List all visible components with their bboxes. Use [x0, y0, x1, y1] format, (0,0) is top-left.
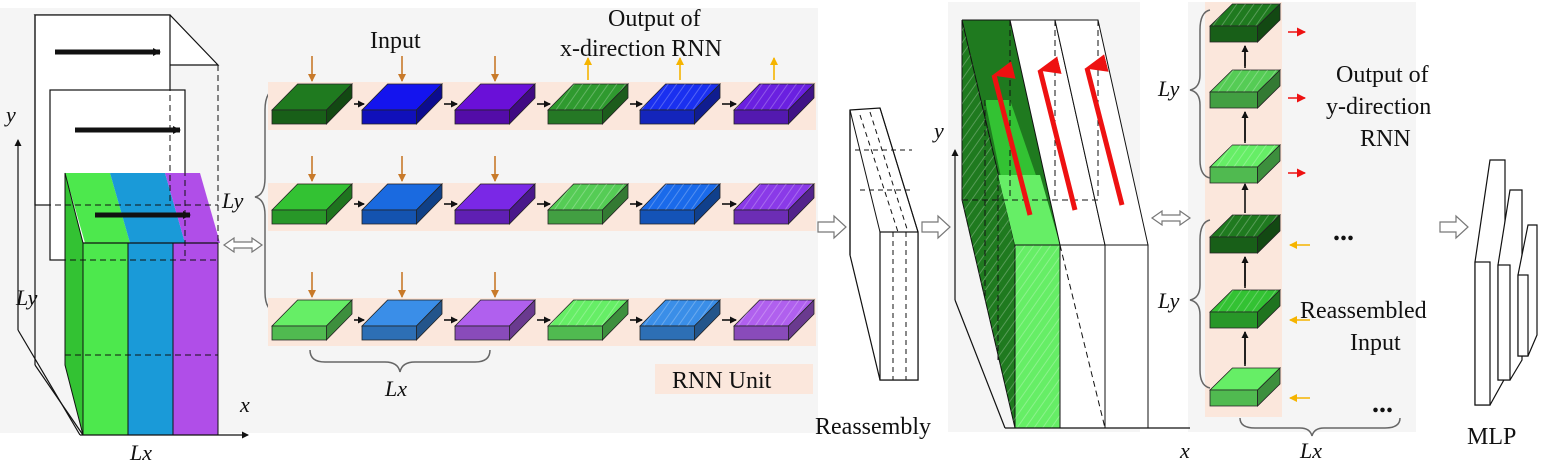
reassembly-block	[849, 107, 919, 381]
column-band	[1205, 2, 1282, 417]
output-x-label-2: x-direction RNN	[560, 36, 722, 62]
column-cell-6	[1209, 367, 1281, 407]
column-cell-5	[1209, 289, 1281, 329]
rnn-cell-r1-c2	[361, 83, 443, 125]
left-volume	[14, 14, 249, 439]
rnn-cell-r2-c4	[547, 183, 629, 225]
axis-y-mid-label: y	[932, 118, 944, 143]
reassembled-label-1: Reassembled	[1300, 298, 1427, 324]
rnn-cell-r3-c3	[454, 299, 536, 341]
ly-main-label: Ly	[221, 188, 244, 213]
lx-brace	[309, 349, 491, 373]
rnn-cell-r1-c4	[547, 83, 629, 125]
output-y-label-2: y-direction	[1326, 94, 1431, 120]
double-arrow-2	[1150, 209, 1192, 227]
red-arrow-3	[1084, 54, 1125, 206]
reassembled-label-2: Input	[1350, 330, 1401, 356]
ly-top-col-label: Ly	[1157, 76, 1180, 101]
axis-y-left-label: y	[4, 102, 16, 127]
middle-volume	[951, 19, 1190, 429]
column-cell-3	[1209, 144, 1281, 184]
double-arrow-1	[222, 236, 264, 254]
rnn-cell-r3-c1	[271, 299, 353, 341]
rnn-cell-r2-c3	[454, 183, 536, 225]
rnn-cell-r1-c6	[733, 83, 815, 125]
ly-bot-brace	[1189, 219, 1211, 389]
rnn-cell-r3-c4	[547, 299, 629, 341]
column-cell-4	[1209, 214, 1281, 254]
axis-x-mid-label: x	[1179, 438, 1190, 463]
rnn-cell-r2-c2	[361, 183, 443, 225]
hollow-arrow-2	[921, 214, 951, 240]
rnn-cell-r2-c5	[639, 183, 721, 225]
red-arrow-2	[1037, 56, 1078, 211]
output-x-label-1: Output of	[608, 6, 701, 32]
ly-bot-col-label: Ly	[1157, 288, 1180, 313]
rnn-grid	[271, 56, 815, 341]
rnn-cell-r3-c5	[639, 299, 721, 341]
lx-col-brace	[1239, 417, 1401, 437]
hollow-arrow-1	[817, 214, 847, 240]
hollow-arrow-3	[1439, 214, 1469, 240]
ellipsis-mid: ...	[1333, 216, 1354, 247]
ly-left-label: Ly	[15, 285, 38, 310]
lx-bottom-label: Lx	[129, 440, 152, 465]
rnn-cell-r3-c2	[361, 299, 443, 341]
output-y-label-1: Output of	[1336, 62, 1429, 88]
rnn-cell-r3-c6	[733, 299, 815, 341]
ly-top-brace	[1189, 9, 1211, 179]
ellipsis-bottom: ...	[1372, 388, 1393, 419]
mlp-block	[1474, 159, 1538, 406]
output-y-label-3: RNN	[1360, 126, 1411, 152]
mlp-label: MLP	[1467, 424, 1516, 450]
rnn-unit-box	[655, 364, 813, 394]
rnn-cell-r1-c3	[454, 83, 536, 125]
rnn-unit-label: RNN Unit	[672, 368, 772, 394]
red-arrow-1	[991, 61, 1033, 216]
rnn-cell-r2-c1	[271, 183, 353, 225]
column-cell-1	[1209, 3, 1281, 43]
rnn-cell-r2-c6	[733, 183, 815, 225]
column-stack	[1209, 3, 1310, 407]
column-cell-2	[1209, 69, 1281, 109]
rnn-cell-r1-c1	[271, 83, 353, 125]
input-label: Input	[370, 28, 421, 54]
ly-brace	[254, 87, 279, 313]
lx-col-label: Lx	[1299, 438, 1322, 463]
lx-rows-label: Lx	[384, 376, 407, 401]
rnn-cell-r1-c5	[639, 83, 721, 125]
axis-x-left-label: x	[239, 392, 250, 417]
reassembly-label: Reassembly	[815, 414, 931, 440]
